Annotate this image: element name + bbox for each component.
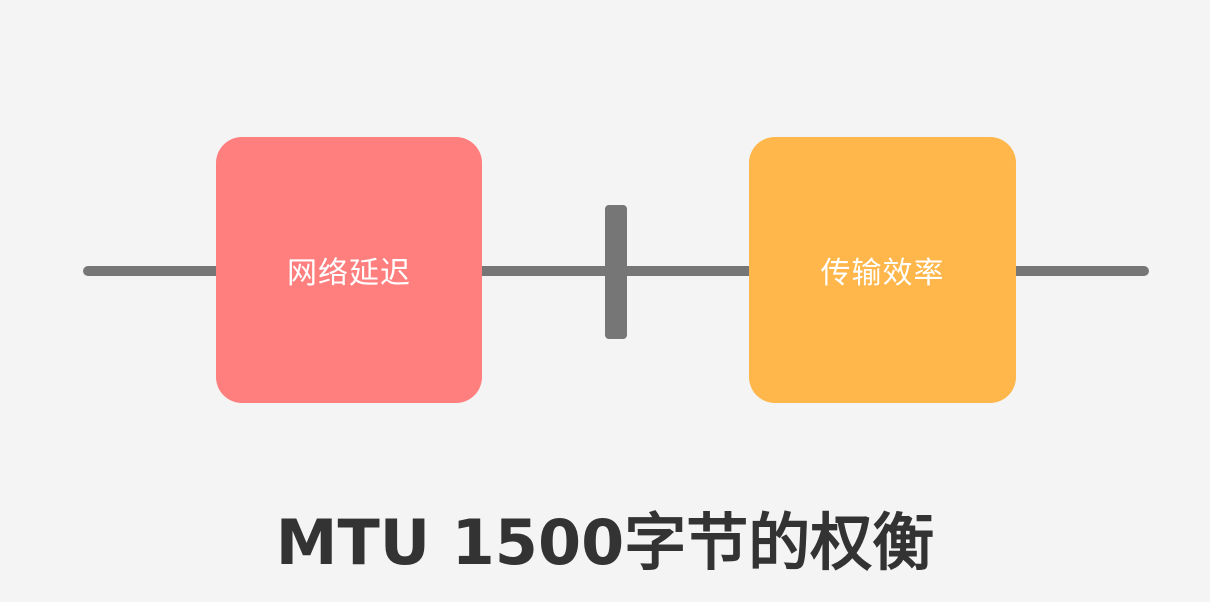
network-latency-label: 网络延迟 [287, 256, 411, 291]
diagram-title: MTU 1500字节的权衡 [275, 506, 935, 579]
network-latency-box: 网络延迟 [216, 137, 482, 403]
balance-fulcrum [605, 205, 627, 339]
transmission-efficiency-label: 传输效率 [820, 256, 945, 291]
transmission-efficiency-box: 传输效率 [749, 137, 1016, 403]
